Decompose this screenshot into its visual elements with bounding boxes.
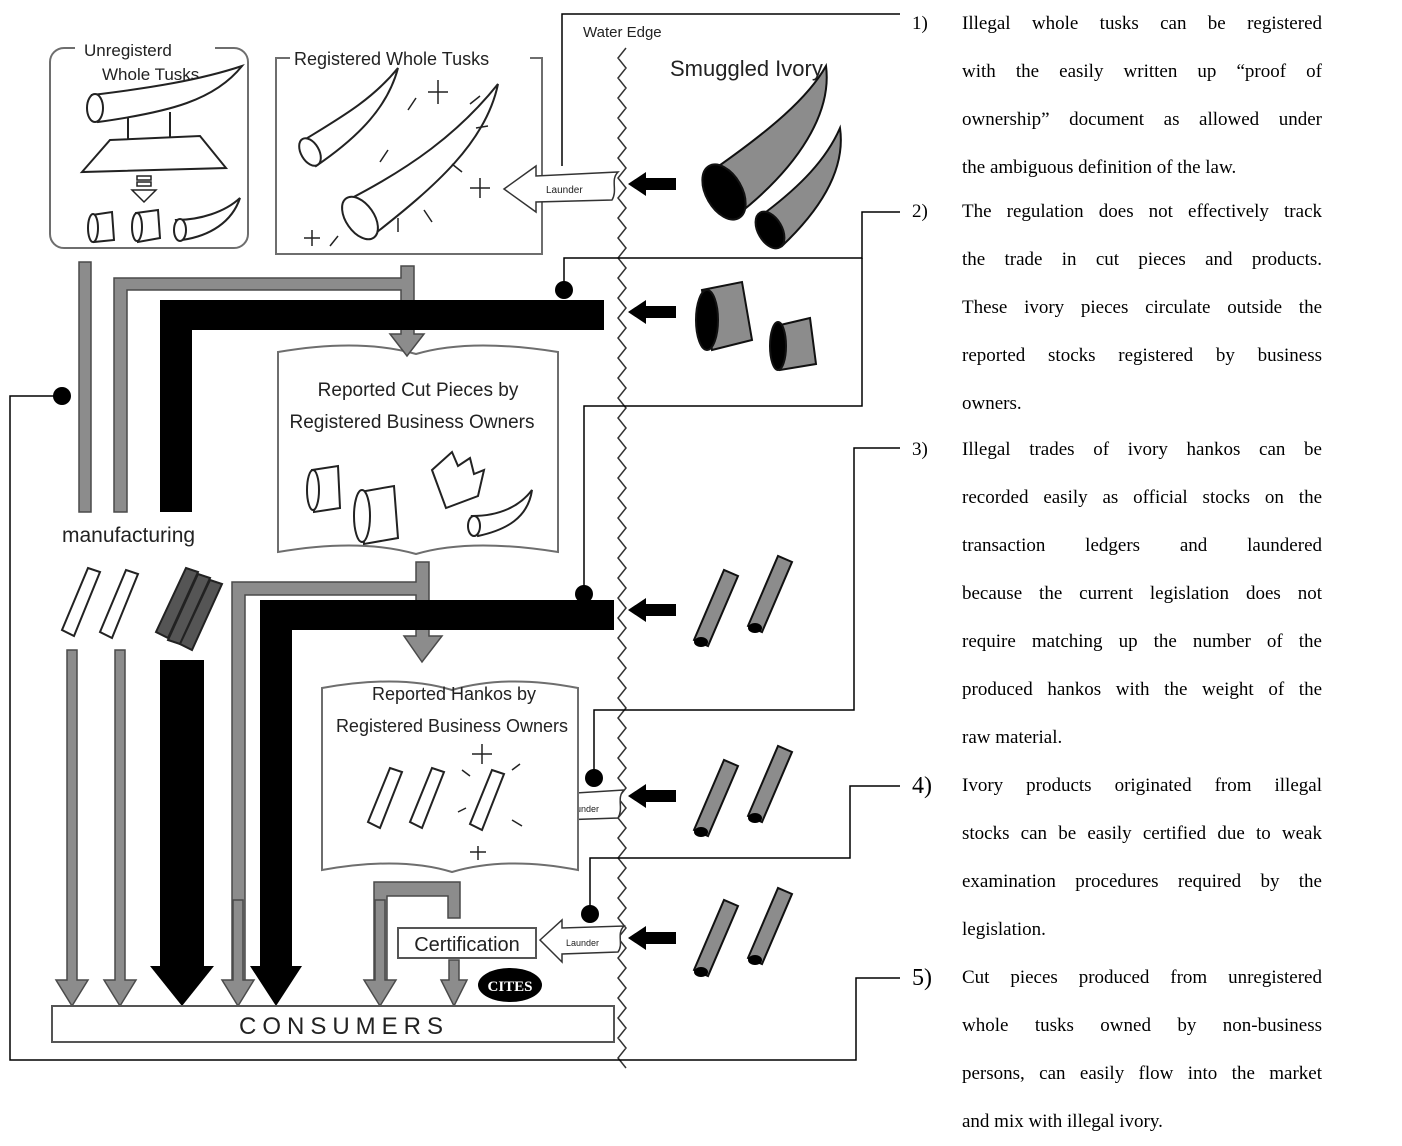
gray-down-arrow: [104, 650, 136, 1006]
launder-label-1: Launder: [546, 185, 583, 196]
gray-down-arrow: [56, 650, 88, 1006]
note-line: produced hankos with the weight of the: [962, 666, 1322, 714]
note-line: legislation.: [962, 906, 1322, 954]
smuggle-arrow-icon: [628, 598, 676, 622]
smuggle-arrow-icon: [628, 172, 676, 196]
note-line: persons, can easily flow into the market: [962, 1050, 1322, 1098]
gray-down-arrow: [441, 960, 467, 1006]
hanko-end-icon: [748, 955, 762, 965]
manufactured-hankos-icon: [62, 568, 222, 650]
consumers-bar: CONSUMERS: [52, 1006, 614, 1042]
cut-pieces-label-1: Reported Cut Pieces by: [318, 380, 519, 401]
manufacturing-label: manufacturing: [62, 524, 195, 547]
unregistered-label-1: Unregisterd: [84, 41, 172, 60]
certification-box: Certification: [398, 928, 536, 958]
note-line: Cut pieces produced from unregistered: [962, 954, 1322, 1002]
water-edge-label: Water Edge: [583, 24, 662, 41]
unregistered-tusks-box: Unregisterd Whole Tusks: [50, 40, 248, 248]
smuggled-hanko-icon: [748, 556, 792, 632]
cites-badge: CITES: [478, 968, 542, 1002]
smuggled-hanko-icon: [694, 570, 738, 646]
note-line: These ivory pieces circulate outside the: [962, 284, 1322, 332]
hankos-label-1: Reported Hankos by: [372, 684, 536, 704]
note-line: Ivory products originated from illegal: [962, 762, 1322, 810]
note-line: transaction ledgers and laundered: [962, 522, 1322, 570]
reported-cut-pieces-book: Reported Cut Pieces by Registered Busine…: [278, 345, 558, 554]
smuggled-hankos-icon: [694, 556, 792, 977]
note-3-number: 3): [912, 426, 928, 474]
note-line: Illegal whole tusks can be registered: [962, 0, 1322, 48]
note-line: raw material.: [962, 714, 1322, 762]
smuggled-ivory-label: Smuggled Ivory: [670, 56, 823, 81]
registered-tusks-box: Registered Whole Tusks: [276, 49, 542, 254]
launder-arrow-3: Launder: [540, 920, 624, 962]
note-1-number: 1): [912, 0, 928, 48]
note-line: require matching up the number of the: [962, 618, 1322, 666]
consumers-label: CONSUMERS: [239, 1013, 449, 1040]
note-line: with the easily written up “proof of: [962, 48, 1322, 96]
note-line: the trade in cut pieces and products.: [962, 236, 1322, 284]
note-line: examination procedures required by the: [962, 858, 1322, 906]
note-line: ownership” document as allowed under: [962, 96, 1322, 144]
note-2-text: The regulation does not effectively trac…: [962, 188, 1322, 428]
hanko-end-icon: [694, 637, 708, 647]
note-5-number: 5): [912, 954, 932, 1002]
gray-down-arrow: [364, 900, 396, 1006]
water-edge-line: [618, 48, 626, 1068]
smuggled-tusks-icon: [693, 66, 840, 253]
hankos-label-2: Registered Business Owners: [336, 716, 568, 736]
launder-label-3: Launder: [566, 938, 599, 948]
reported-hankos-book: Reported Hankos by Registered Business O…: [322, 681, 578, 872]
note-line: and mix with illegal ivory.: [962, 1098, 1322, 1146]
note-line: owners.: [962, 380, 1322, 428]
note-line: The regulation does not effectively trac…: [962, 188, 1322, 236]
cut-pieces-label-2: Registered Business Owners: [290, 412, 535, 433]
smuggled-hanko-icon: [694, 900, 738, 976]
smuggle-arrow-icon: [628, 784, 676, 808]
smuggled-cut-pieces-icon: [696, 282, 816, 370]
note-line: whole tusks owned by non-business: [962, 1002, 1322, 1050]
note-line: the ambiguous definition of the law.: [962, 144, 1322, 192]
smuggle-arrow-icon: [628, 926, 676, 950]
smuggled-hanko-icon: [694, 760, 738, 836]
note-2-number: 2): [912, 188, 928, 236]
gray-down-arrow: [222, 900, 254, 1006]
hanko-end-icon: [748, 623, 762, 633]
note-line: stocks can be easily certified due to we…: [962, 810, 1322, 858]
ivory-flow-diagram: Unregisterd Whole Tusks Registered Whole…: [0, 0, 900, 1135]
smuggled-hanko-icon: [748, 888, 792, 964]
certification-label: Certification: [414, 934, 520, 956]
note-line: Illegal trades of ivory hankos can be: [962, 426, 1322, 474]
smuggled-hanko-icon: [748, 746, 792, 822]
registered-tusks-label: Registered Whole Tusks: [294, 49, 489, 69]
note-line: recorded easily as official stocks on th…: [962, 474, 1322, 522]
smuggle-arrow-icon: [628, 300, 676, 324]
cites-label: CITES: [487, 979, 532, 995]
note-line: because the current legislation does not: [962, 570, 1322, 618]
hanko-end-icon: [748, 813, 762, 823]
hanko-end-icon: [694, 827, 708, 837]
note-4-number: 4): [912, 762, 932, 810]
smuggle-arrows: [628, 172, 676, 950]
note-line: reported stocks registered by business: [962, 332, 1322, 380]
hanko-end-icon: [694, 967, 708, 977]
